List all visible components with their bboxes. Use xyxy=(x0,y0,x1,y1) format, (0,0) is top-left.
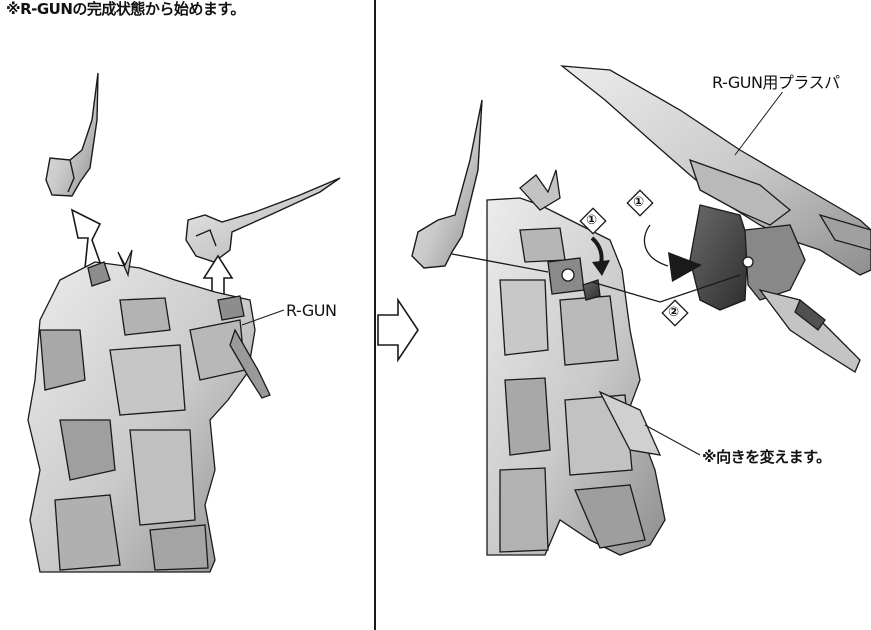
orientation-leader xyxy=(644,424,701,456)
plus-parts-label: R-GUN用プラスパ xyxy=(712,73,840,92)
left-fin-part xyxy=(45,72,99,197)
rgun-plus-parts xyxy=(559,65,871,373)
next-step-arrow xyxy=(377,297,419,363)
robot-body-right xyxy=(486,169,666,556)
insert-line-weapon xyxy=(591,274,741,303)
step1-badge-weapon xyxy=(626,189,654,217)
right-panel-fin xyxy=(411,99,483,269)
plus-parts-leader xyxy=(734,81,791,156)
rotate-arrowhead-body xyxy=(592,260,610,276)
rgun-label-left: R-GUN xyxy=(286,301,337,320)
right-fin-part xyxy=(185,177,341,263)
step1-label-weapon: ① xyxy=(633,195,645,210)
step2-label: ② xyxy=(668,305,680,320)
step2-badge xyxy=(661,299,689,327)
rotate-arrowhead-weapon xyxy=(668,252,702,282)
instruction-note: ※R-GUNの完成状態から始めます。 xyxy=(6,0,245,18)
step1-label-body: ① xyxy=(586,213,598,228)
rgun-leader-line xyxy=(241,309,285,326)
insert-line-fin xyxy=(451,253,549,273)
step1-badge-body xyxy=(579,207,607,235)
robot-body-left xyxy=(27,249,271,573)
rotate-arrow-weapon-line xyxy=(643,224,669,267)
orientation-note: ※向きを変えます。 xyxy=(702,448,831,466)
